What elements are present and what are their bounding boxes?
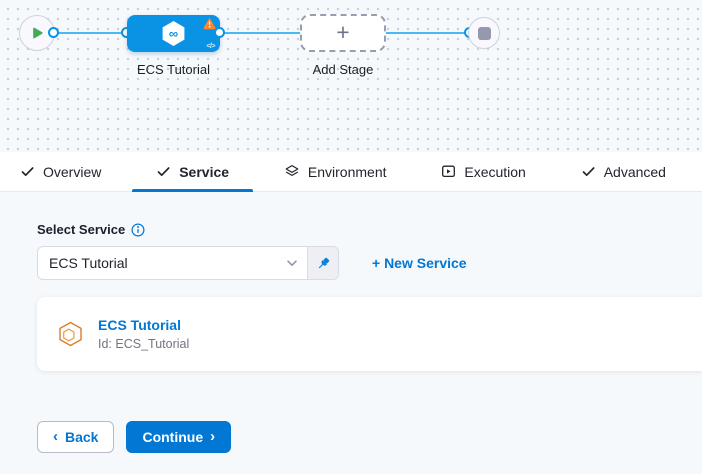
selected-service-value: ECS Tutorial (49, 255, 128, 271)
select-service-label-row: Select Service (37, 222, 702, 237)
environment-layers-icon (285, 164, 299, 176)
pipeline-connector-line (385, 32, 470, 34)
svg-text:∞: ∞ (169, 26, 178, 41)
connector-port (48, 27, 59, 38)
tab-label: Overview (43, 163, 102, 180)
select-service-label: Select Service (37, 222, 126, 237)
connector-port (214, 27, 225, 38)
stage-node-ecs-tutorial[interactable]: ∞ </> (127, 15, 220, 52)
service-select-row: ECS Tutorial + New Service (37, 246, 702, 280)
tab-environment[interactable]: Environment (284, 152, 387, 191)
new-service-link[interactable]: + New Service (372, 255, 467, 271)
execution-play-icon (442, 165, 456, 178)
tab-label: Execution (464, 163, 526, 180)
pipeline-canvas: ∞ </> + ECS Tutorial Add Stage (0, 0, 702, 152)
chevron-right-icon: › (210, 428, 216, 445)
tab-label: Advanced (603, 163, 666, 180)
warning-icon (203, 17, 216, 30)
add-stage-label: Add Stage (312, 62, 374, 77)
tab-execution[interactable]: Execution (441, 152, 526, 191)
back-button-label: Back (65, 429, 99, 445)
tab-label: Environment (307, 163, 387, 180)
service-tab-panel: Select Service ECS Tutorial (0, 192, 702, 474)
pin-button[interactable] (307, 247, 338, 279)
check-icon (582, 167, 595, 177)
tab-label: Service (179, 163, 230, 180)
check-icon (21, 167, 34, 177)
service-select-group: ECS Tutorial (37, 246, 339, 280)
tab-advanced[interactable]: Advanced (581, 152, 666, 191)
info-icon[interactable] (131, 222, 145, 237)
code-icon: </> (206, 43, 215, 50)
service-card-text: ECS Tutorial Id: ECS_Tutorial (98, 317, 189, 351)
stop-icon (477, 26, 491, 40)
pipeline-end-node (468, 17, 500, 49)
play-icon (33, 27, 43, 39)
stage-name-label: ECS Tutorial (137, 62, 210, 77)
footer-actions: ‹ Back Continue › (37, 421, 702, 453)
continue-button[interactable]: Continue › (126, 421, 232, 453)
service-card[interactable]: ECS Tutorial Id: ECS_Tutorial (37, 297, 702, 371)
tab-service[interactable]: Service (132, 152, 253, 192)
chevron-down-icon (287, 260, 297, 266)
pin-icon (318, 257, 329, 268)
plus-icon: + (336, 18, 350, 45)
back-button[interactable]: ‹ Back (37, 421, 115, 453)
continue-button-label: Continue (142, 429, 204, 445)
service-card-title[interactable]: ECS Tutorial (98, 317, 181, 334)
service-select-input[interactable]: ECS Tutorial (38, 247, 307, 279)
pipeline-connector-line (54, 32, 128, 34)
pipeline-connector-line (219, 32, 301, 34)
check-icon (157, 167, 170, 177)
service-card-id: Id: ECS_Tutorial (98, 336, 190, 351)
ecs-service-icon (59, 321, 82, 347)
tab-overview[interactable]: Overview (20, 152, 101, 191)
stage-tabs: Overview Service Environment Execution (0, 152, 702, 192)
chevron-left-icon: ‹ (53, 428, 58, 445)
cd-stage-hexagon-icon: ∞ (162, 21, 185, 46)
add-stage-button[interactable]: + (300, 14, 386, 52)
